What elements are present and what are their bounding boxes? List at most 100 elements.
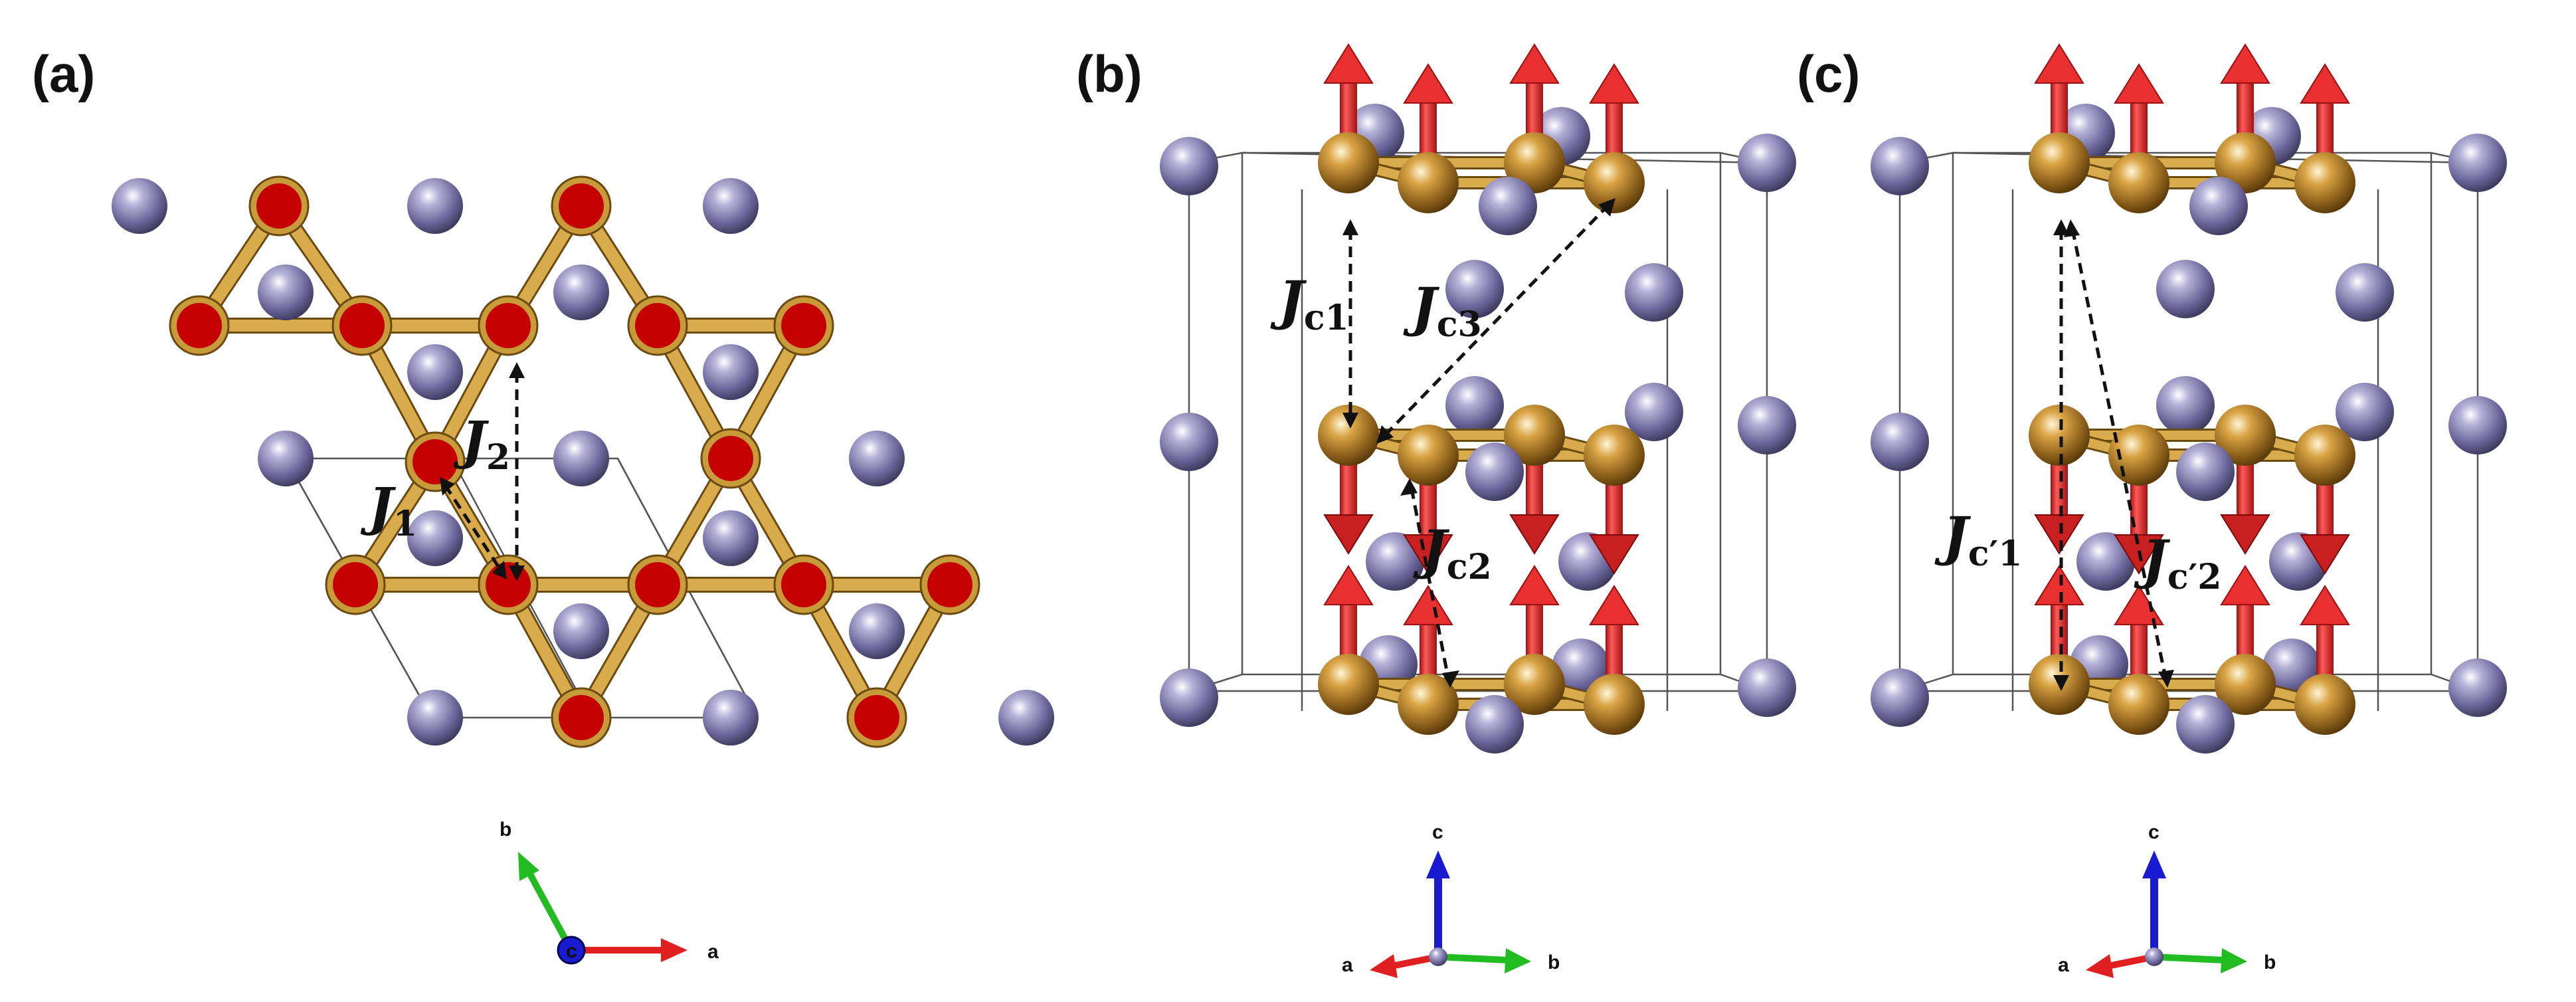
- purple-atom: [2448, 396, 2507, 454]
- coupling-jc2prime-arrow: [2064, 219, 2174, 688]
- purple-atom: [2176, 443, 2235, 501]
- purple-atom: [1738, 396, 1796, 454]
- axes-triad-a: b a c: [500, 819, 719, 965]
- purple-atom: [849, 431, 905, 486]
- unit-cell-edge: [1241, 153, 1722, 674]
- coupling-jc3-arrow: [1376, 198, 1615, 444]
- coupling-j1-arrow: [440, 477, 507, 579]
- purple-atom: [553, 264, 609, 320]
- purple-atoms-a: [112, 178, 1054, 746]
- spin-arrow-up-icon: [2034, 43, 2084, 84]
- kagome-atom: [413, 439, 458, 484]
- purple-atom: [703, 178, 759, 234]
- purple-atom: [1160, 137, 1218, 195]
- unit-cell-edge: [1952, 153, 2433, 674]
- metal-atom: [2215, 405, 2276, 466]
- purple-atom: [1160, 413, 1218, 471]
- coupling-jc1prime-arrow: [2053, 219, 2069, 691]
- kagome-atom: [635, 303, 680, 348]
- metal-atom: [2215, 132, 2276, 193]
- metal-atom: [1318, 132, 1379, 193]
- coupling-jc1-label: Jc1: [1270, 269, 1349, 338]
- coupling-j2-label: J2: [453, 411, 510, 478]
- axis-b-label: b: [500, 819, 511, 841]
- purple-atom: [407, 178, 463, 234]
- spin-arrow-up-icon: [1509, 43, 1560, 84]
- spin-arrow-up-icon: [2300, 585, 2350, 625]
- purple-atom: [1738, 134, 1796, 192]
- coupling-jc2-label: Jc2: [1413, 518, 1492, 587]
- metal-atom: [1318, 405, 1379, 466]
- metal-atom: [1504, 132, 1565, 193]
- axis-c-label: c: [1432, 821, 1443, 843]
- purple-atom: [1871, 668, 1929, 727]
- axis-a-label: a: [1342, 954, 1353, 976]
- coupling-j1-label: J1: [360, 477, 417, 544]
- purple-atom: [407, 690, 463, 746]
- spin-arrow-up-icon: [2034, 565, 2084, 605]
- metal-atom: [2108, 674, 2169, 735]
- purple-atom: [1738, 658, 1796, 717]
- spin-arrow-up-icon: [1589, 585, 1639, 625]
- spin-arrow-up-icon: [2300, 63, 2350, 104]
- purple-atom: [1445, 376, 1504, 435]
- metal-atom: [1398, 674, 1459, 735]
- panel-c-label: (c): [1797, 45, 1860, 103]
- metal-atom: [2108, 152, 2169, 213]
- purple-atom: [2336, 263, 2394, 322]
- kagome-atoms: [169, 175, 980, 748]
- kagome-atom: [781, 303, 826, 348]
- purple-atom: [2176, 695, 2235, 753]
- metal-atom: [1318, 654, 1379, 715]
- coupling-jc2-arrow: [1400, 478, 1459, 688]
- purple-atom: [407, 344, 463, 400]
- axes-triad-c: c a b: [2058, 821, 2276, 978]
- panel-a: (a) J1 J2 b a c: [32, 45, 1054, 965]
- purple-atom: [2189, 177, 2248, 235]
- purple-atom: [112, 178, 167, 234]
- axis-a-label: a: [707, 941, 719, 963]
- axis-b-label: b: [1548, 952, 1560, 973]
- metal-atom: [1504, 405, 1565, 466]
- unit-cell-b: [1188, 151, 1768, 711]
- purple-atom: [1160, 668, 1218, 727]
- purple-atom: [553, 603, 609, 659]
- kagome-atom: [177, 303, 222, 348]
- metal-atom: [1584, 152, 1645, 213]
- spin-arrow-down-icon: [2300, 534, 2350, 575]
- purple-atom: [703, 690, 759, 746]
- purple-atom: [2156, 376, 2215, 435]
- purple-atom: [258, 431, 314, 486]
- kagome-atom: [854, 695, 899, 740]
- purple-atom: [553, 431, 609, 486]
- metal-atom: [2294, 674, 2355, 735]
- spin-arrow-down-icon: [1323, 514, 1374, 555]
- purple-atom: [1465, 695, 1524, 753]
- purple-atom: [2336, 383, 2394, 441]
- panel-b-label: (b): [1076, 45, 1143, 103]
- spin-arrow-up-icon: [2114, 585, 2164, 625]
- axes-triad-b: c a b: [1342, 821, 1560, 978]
- purple-atom: [703, 510, 759, 566]
- axis-b-label: b: [2264, 952, 2276, 973]
- structure-b: [1160, 43, 1796, 753]
- spin-arrow-down-icon: [1509, 514, 1560, 555]
- metal-atom: [1584, 425, 1645, 486]
- metal-atom: [2294, 425, 2355, 486]
- metal-atom: [1584, 674, 1645, 735]
- purple-atom: [2448, 134, 2507, 192]
- kagome-atom: [635, 562, 680, 607]
- kagome-atom: [486, 562, 531, 607]
- metal-atom: [2029, 405, 2090, 466]
- kagome-atom: [708, 436, 753, 481]
- metal-atom: [2215, 654, 2276, 715]
- purple-atom: [1625, 383, 1683, 441]
- panel-a-label: (a): [32, 45, 95, 103]
- spin-arrow-up-icon: [1589, 63, 1639, 104]
- metal-atom: [1398, 152, 1459, 213]
- spin-arrow-up-icon: [2220, 565, 2270, 605]
- purple-atom: [1366, 532, 1424, 591]
- spin-arrow-up-icon: [1403, 63, 1453, 104]
- metal-atom: [2029, 132, 2090, 193]
